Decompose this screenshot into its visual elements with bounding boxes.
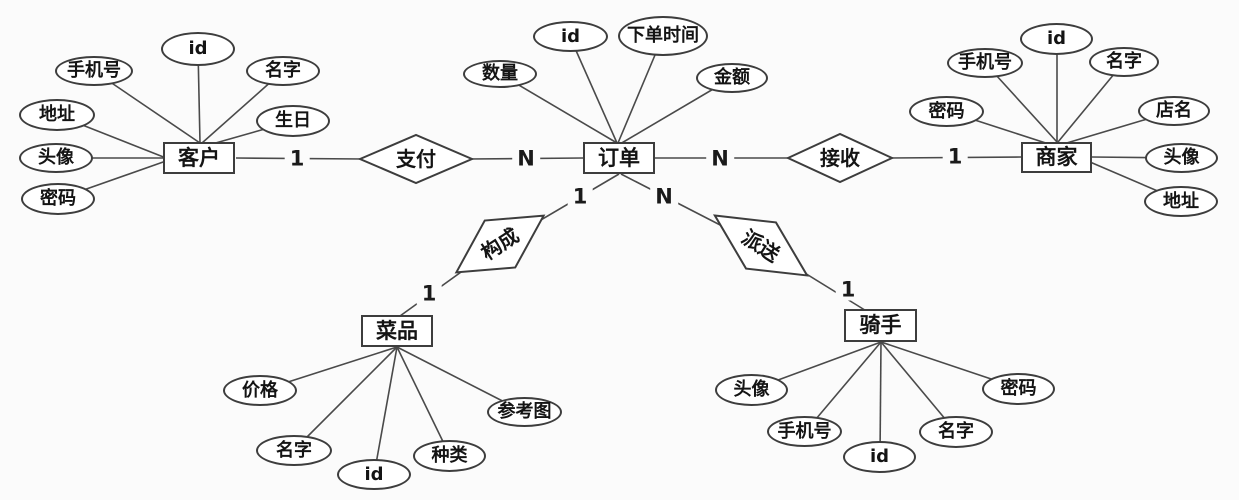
attribute-merchant-id: id (1020, 23, 1093, 55)
entity-rider: 骑手 (844, 309, 917, 342)
relationship-compose: 构成 (441, 192, 559, 296)
attribute-merchant-name: 名字 (1089, 47, 1159, 77)
diamond-shape (785, 132, 895, 184)
attribute-dish-name: 名字 (256, 435, 332, 466)
entity-merchant: 商家 (1021, 142, 1092, 173)
entity-dish: 菜品 (361, 315, 433, 347)
cardinality-pay-order: N (512, 148, 540, 170)
cardinality-compose-dish: 1 (416, 283, 442, 305)
cardinality-customer-pay: 1 (284, 148, 310, 170)
attribute-rider-phone: 手机号 (767, 416, 842, 447)
attribute-order-amount: 金额 (696, 63, 768, 93)
attribute-customer-address: 地址 (19, 99, 95, 131)
cardinality-receive-merchant: 1 (942, 146, 968, 168)
attribute-customer-birthday: 生日 (256, 105, 330, 137)
cardinality-deliver-rider: 1 (835, 279, 861, 301)
attribute-order-time: 下单时间 (618, 16, 708, 56)
diamond-shape (712, 214, 810, 277)
cardinality-order-receive: N (706, 148, 734, 170)
attribute-dish-id: id (337, 459, 411, 490)
attribute-rider-password: 密码 (982, 373, 1055, 405)
attribute-dish-reference-image: 参考图 (487, 397, 562, 427)
attribute-customer-avatar: 头像 (19, 143, 93, 173)
attribute-dish-price: 价格 (223, 375, 297, 406)
attribute-order-id: id (533, 21, 608, 52)
cardinality-order-compose: 1 (567, 186, 593, 208)
diamond-shape (357, 133, 475, 185)
attribute-customer-phone: 手机号 (55, 56, 133, 86)
attribute-customer-id: id (161, 32, 235, 66)
attribute-merchant-phone: 手机号 (947, 48, 1023, 78)
entity-customer: 客户 (163, 142, 235, 174)
attribute-customer-password: 密码 (21, 183, 95, 215)
attribute-customer-name: 名字 (246, 56, 320, 86)
diamond-shape (454, 214, 546, 274)
relationship-receive: 接收 (785, 132, 895, 184)
attribute-order-quantity: 数量 (463, 60, 537, 88)
attribute-merchant-avatar: 头像 (1145, 143, 1218, 173)
attribute-rider-id: id (843, 441, 916, 473)
relationship-receive-label: 接收 (820, 146, 860, 170)
attribute-merchant-store-name: 店名 (1138, 96, 1210, 126)
attribute-dish-category: 种类 (413, 440, 486, 472)
relationship-deliver: 派送 (700, 192, 822, 298)
relationship-pay-label: 支付 (396, 147, 436, 171)
cardinality-order-deliver: N (650, 186, 678, 208)
entity-order: 订单 (583, 142, 655, 174)
attribute-merchant-password: 密码 (909, 96, 984, 127)
relationship-pay: 支付 (357, 133, 475, 185)
attribute-rider-avatar: 头像 (715, 374, 788, 406)
attribute-rider-name: 名字 (919, 416, 993, 448)
attribute-merchant-address: 地址 (1144, 186, 1218, 217)
